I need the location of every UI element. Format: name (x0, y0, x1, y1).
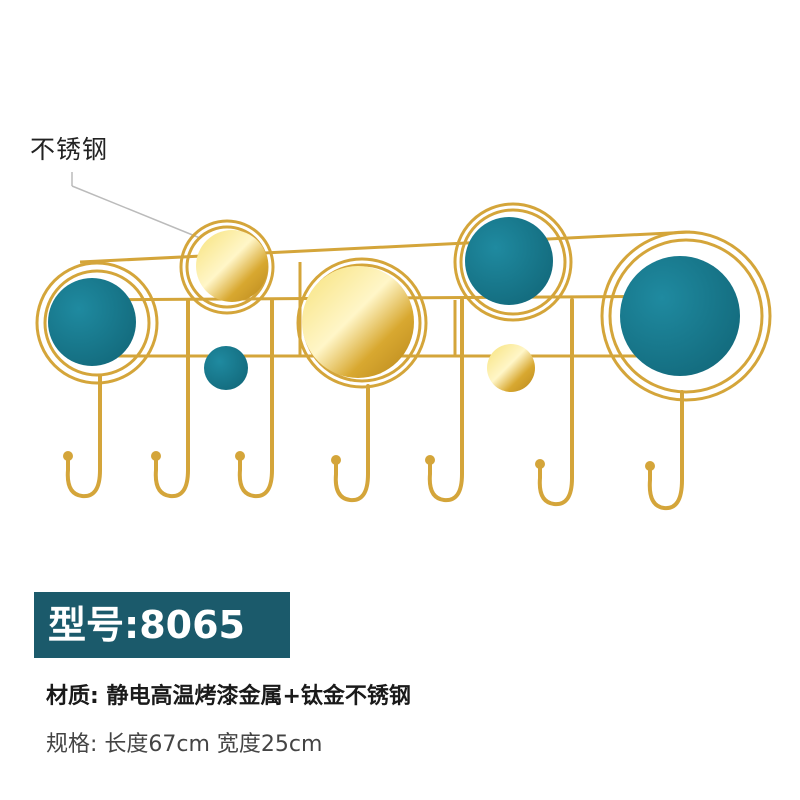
hooks (65, 298, 684, 511)
gold-mirror-disc-small (196, 230, 268, 302)
teal-disc-left (48, 278, 136, 366)
annotation-label: 不锈钢 (30, 135, 109, 164)
gold-mirror-disc-tiny (487, 344, 535, 392)
teal-disc-tiny (204, 346, 248, 390)
material-spec: 材质: 静电高温烤漆金属+钛金不锈钢 (46, 684, 411, 709)
gold-mirror-disc-center (302, 266, 414, 378)
hook-tips (63, 451, 655, 471)
model-number-banner: 型号:8065 (34, 592, 290, 658)
teal-disc-upper-right (465, 217, 553, 305)
size-spec: 规格: 长度67cm 宽度25cm (46, 732, 323, 757)
annotation-leader-line-diagonal (71, 185, 201, 239)
teal-disc-right (620, 256, 740, 376)
hook-rack-illustration (35, 172, 772, 511)
